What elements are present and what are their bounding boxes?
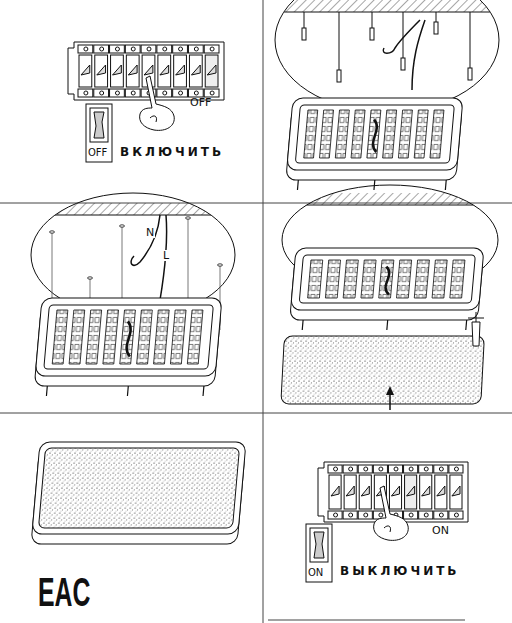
breaker-panel [68,42,224,100]
ceiling-lamp [289,248,484,330]
detail-view [275,0,499,112]
switch-icon [306,524,332,582]
switch-state: OFF [88,148,107,158]
instruction-text: ВКЛЮЧИТЬ [120,146,224,158]
wire-label: N [145,227,155,238]
ceiling-lamp [33,298,222,396]
state-label: OFF [190,97,211,108]
hand [140,76,175,130]
hand [374,486,409,540]
screwdriver [468,312,484,346]
arrow [386,386,394,410]
wire-label: L [162,250,170,261]
ceiling-lamp [31,442,246,544]
switch-state: ON [308,568,323,578]
state-label: ON [432,525,449,536]
switch-icon [86,104,112,162]
certification-mark: EAC [38,572,90,612]
breaker-panel [318,462,468,522]
diffuser [281,336,485,404]
instruction-text: ВЫКЛЮЧИТЬ [340,565,460,577]
ceiling-lamp [285,98,463,190]
